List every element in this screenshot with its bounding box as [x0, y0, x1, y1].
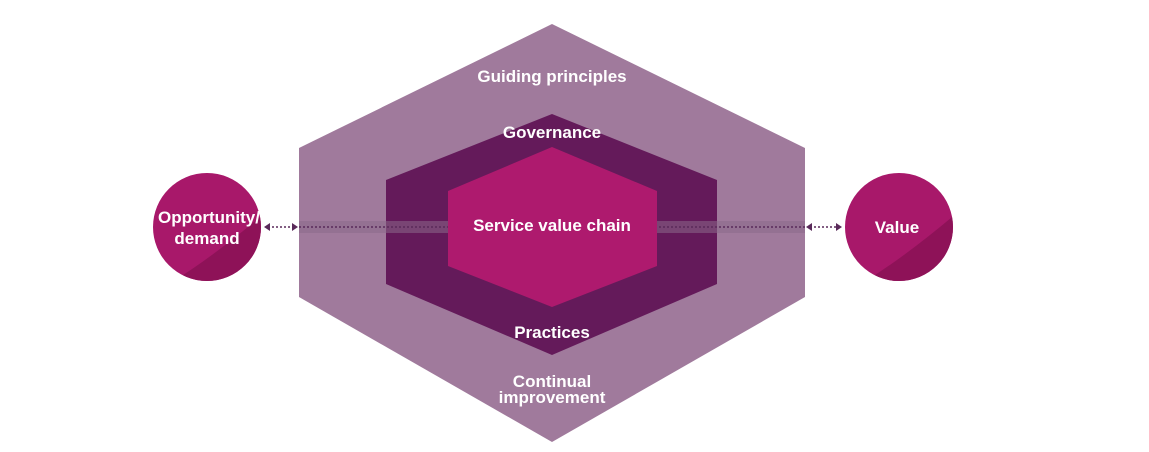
- continual-improvement-label-line1: Continual: [513, 372, 591, 391]
- inner-hexagon: [448, 147, 657, 307]
- opportunity-label-line2: demand: [174, 229, 239, 248]
- opportunity-label-line1: Opportunity/: [158, 208, 260, 227]
- practices-label: Practices: [514, 323, 590, 342]
- guiding-principles-label: Guiding principles: [477, 67, 626, 86]
- left-double-arrow: [264, 223, 298, 231]
- value-label: Value: [875, 218, 919, 237]
- continual-improvement-label-line2: improvement: [499, 388, 606, 407]
- governance-label: Governance: [503, 123, 601, 142]
- right-double-arrow: [806, 223, 842, 231]
- service-value-chain-label: Service value chain: [473, 216, 631, 235]
